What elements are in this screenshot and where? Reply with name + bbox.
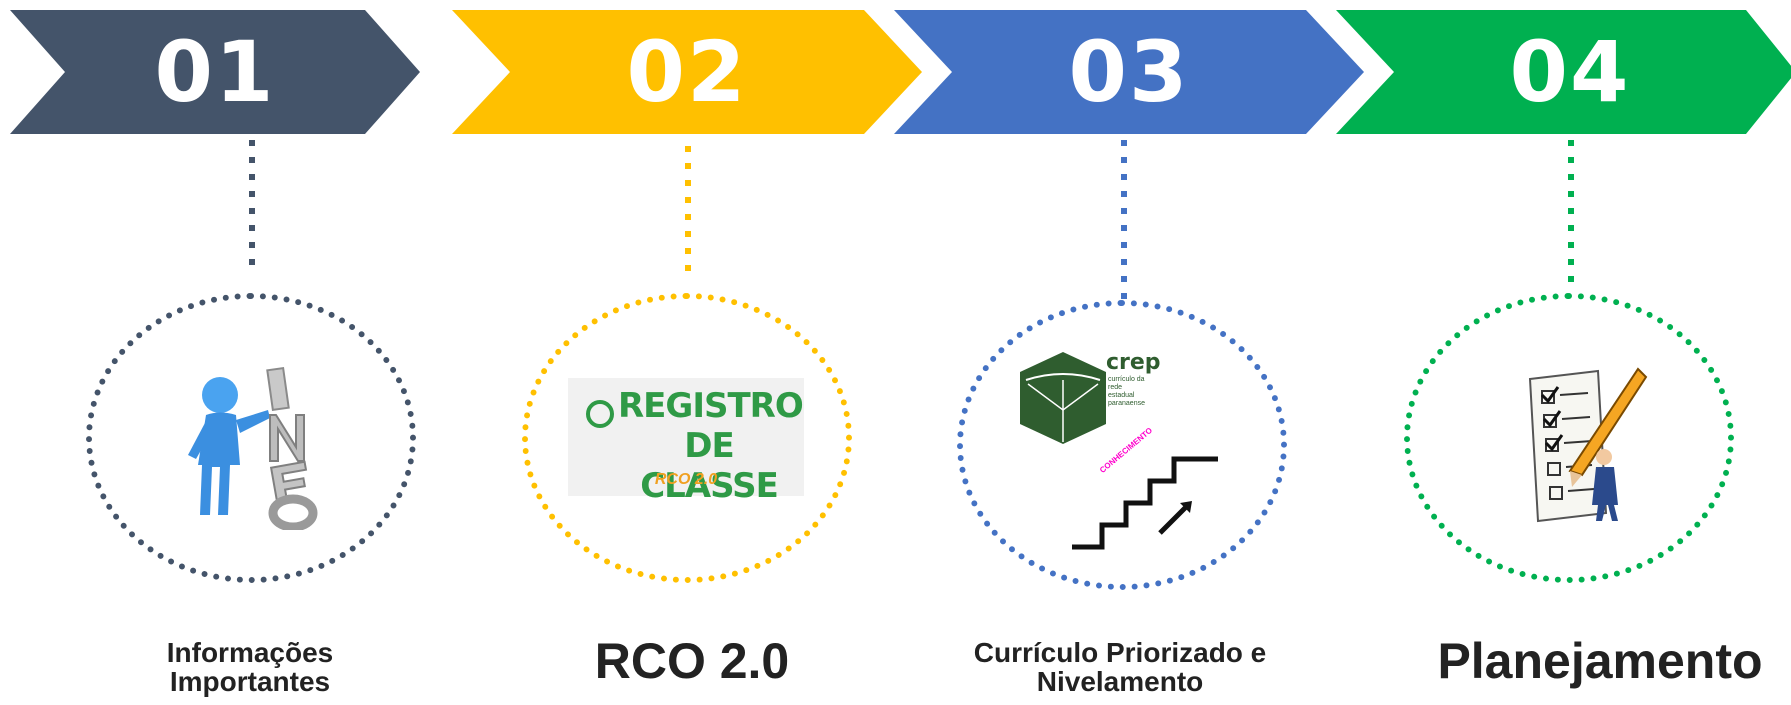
step-4-label: Planejamento	[1437, 633, 1763, 689]
crep-subtitle-line-1: currículo da	[1108, 376, 1145, 383]
crep-logo-stairs-icon: crep currículo da rede estadual paranaen…	[1018, 350, 1248, 560]
checklist-pencil-icon	[1520, 365, 1650, 530]
step-3-label: Currículo Priorizado e Nivelamento	[973, 637, 1267, 698]
step-2-circle	[522, 293, 852, 583]
crep-title: crep	[1106, 350, 1161, 375]
step-2-number: 02	[626, 23, 748, 121]
step-1-connector	[249, 140, 255, 265]
crep-subtitle-line-4: paranaense	[1108, 400, 1145, 407]
registro-line-1: REGISTRO	[618, 386, 804, 426]
crep-subtitle-line-2: rede	[1108, 384, 1123, 391]
step-2-chevron: 02	[452, 10, 922, 134]
pen-icon	[586, 400, 614, 428]
crep-emblem-icon	[1020, 352, 1106, 444]
step-4-chevron: 04	[1336, 10, 1791, 134]
step-4-number: 04	[1509, 23, 1631, 121]
crep-subtitle: currículo da rede estadual paranaense	[1108, 376, 1145, 408]
step-3-connector	[1121, 140, 1127, 300]
step-3-circle	[957, 300, 1287, 590]
step-1-number: 01	[154, 23, 276, 121]
step-3-chevron: 03	[894, 10, 1364, 134]
registro-sub: RCO 2.0	[654, 471, 718, 488]
step-2-label: RCO 2.0	[594, 633, 790, 689]
step-4-connector	[1568, 140, 1574, 290]
crep-subtitle-line-3: estadual	[1108, 392, 1135, 399]
step-1-circle	[86, 293, 416, 583]
info-person-icon	[178, 355, 328, 535]
step-1-chevron: 01	[10, 10, 420, 134]
step-4-circle	[1404, 293, 1734, 583]
registro-line-2: DE CLASSE	[640, 426, 779, 506]
step-3-number: 03	[1068, 23, 1190, 121]
step-1-label: Informações Importantes	[166, 637, 334, 698]
registro-de-classe-logo: REGISTRO DE CLASSE RCO 2.0	[568, 378, 804, 506]
stairs-icon	[1072, 456, 1218, 550]
step-2-connector	[685, 146, 691, 276]
